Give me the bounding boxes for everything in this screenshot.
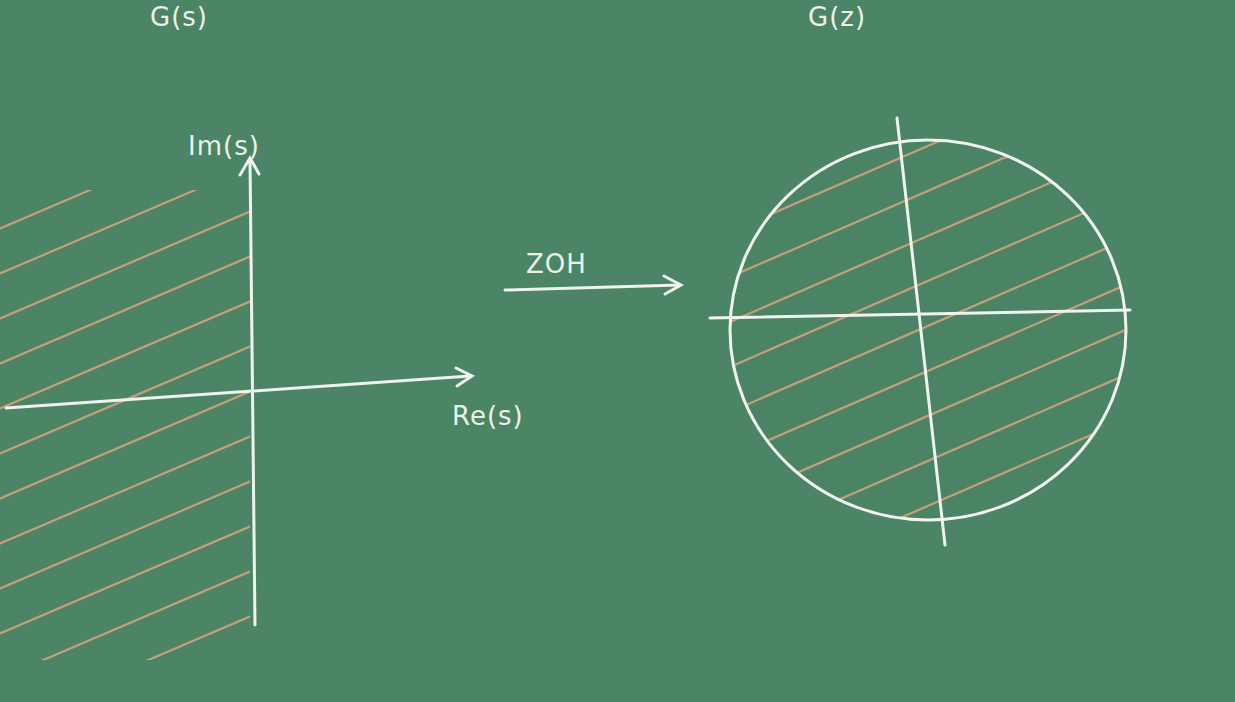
s-plane-axes — [6, 158, 472, 625]
stable-region-shading — [0, 190, 250, 660]
z-plane-drawing — [710, 118, 1130, 545]
axis-label: Im(s) — [188, 132, 260, 161]
unit-circle-shading — [700, 0, 1160, 695]
transfer-function-label: G(z) — [808, 3, 866, 32]
arrow-label: ZOH — [526, 250, 587, 279]
zoh-arrow — [505, 276, 681, 294]
transfer-function-label: G(s) — [150, 3, 208, 32]
axis-label: Re(s) — [452, 402, 524, 431]
